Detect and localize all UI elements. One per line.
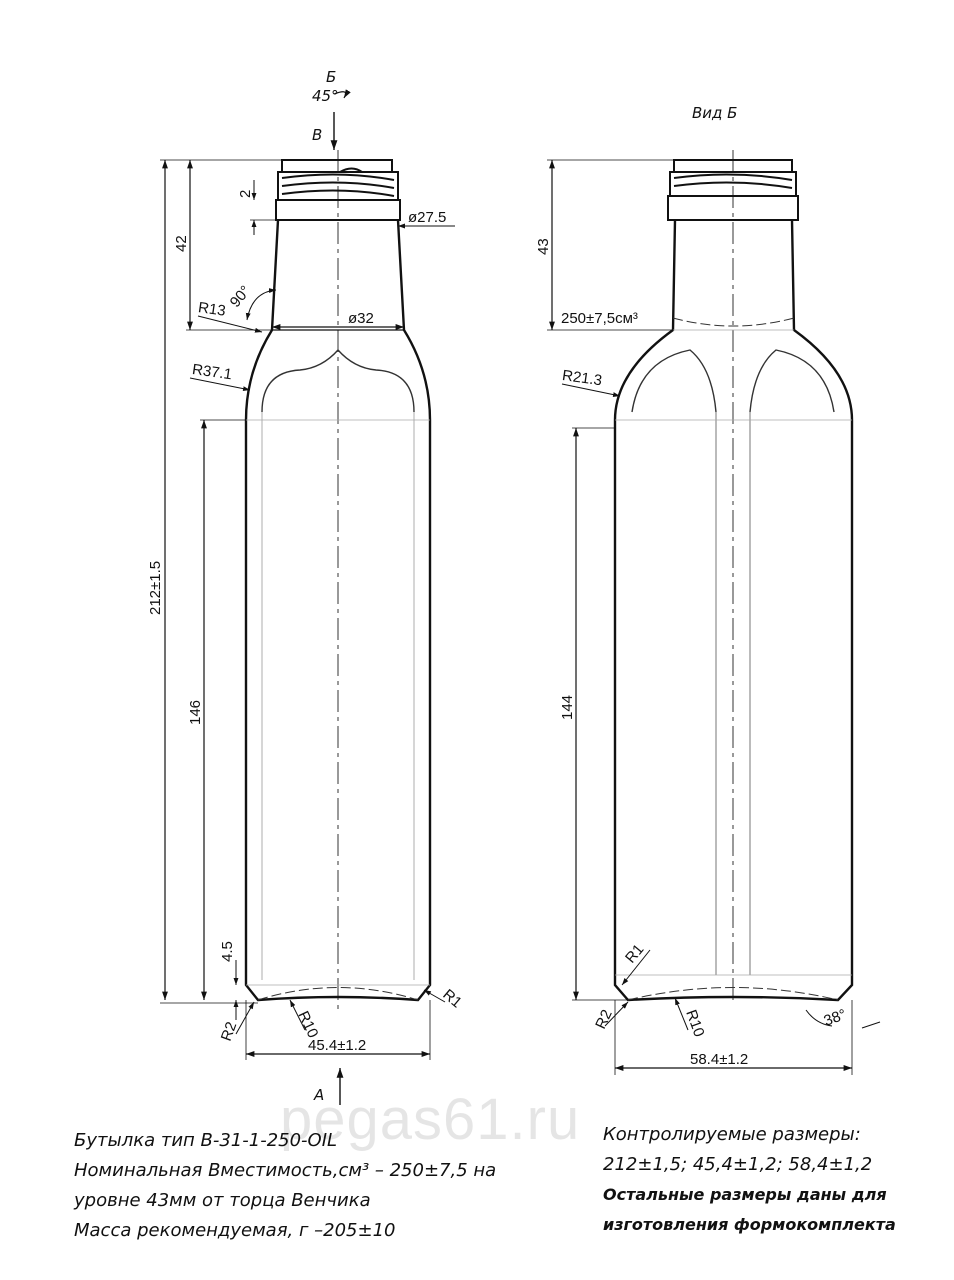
dim-angle-90: 90° — [227, 282, 255, 310]
right-bottle-finish — [667, 159, 799, 221]
left-bottle-outline — [244, 219, 432, 1002]
caption-line: 212±1,5; 45,4±1,2; 58,4±1,2 — [603, 1154, 873, 1175]
dim-right-r1: R1 — [622, 941, 647, 967]
label-rotation-angle: 45° — [312, 87, 339, 105]
label-section-v: В — [312, 126, 322, 144]
dim-right-r10: R10 — [682, 1008, 707, 1040]
dim-r37: R37.1 — [191, 361, 233, 383]
watermark: pegas61.ru — [280, 1087, 581, 1152]
caption-line: изготовления формокомплекта — [603, 1215, 896, 1234]
dim-base-height: 4.5 — [219, 941, 236, 962]
left-bottle-finish — [275, 159, 401, 221]
dim-r10: R10 — [294, 1009, 321, 1041]
dim-right-bottom-width: 58.4±1.2 — [690, 1051, 748, 1068]
caption-line: Остальные размеры даны для — [603, 1185, 887, 1204]
dim-body-height: 146 — [187, 700, 204, 725]
dim-r21: R21.3 — [561, 367, 603, 389]
caption-line: Номинальная Вместимость,см³ – 250±7,5 на — [74, 1160, 497, 1181]
caption-line: Масса рекомендуемая, г –205±10 — [74, 1220, 396, 1241]
dim-capacity: 250±7,5см³ — [561, 310, 638, 327]
dim-r1: R1 — [439, 986, 465, 1011]
right-view: Вид Б 43 250±7,5см³ R21.3 144 R1 R2 R10 … — [535, 104, 881, 1075]
dim-right-neck-height: 43 — [535, 238, 552, 255]
caption-right: Контролируемые размеры: 212±1,5; 45,4±1,… — [603, 1120, 896, 1240]
label-arrow-a: А — [313, 1086, 324, 1104]
left-view: Б 45° В ø27.5 ø32 90° R13 R37.1 212±1.5 … — [147, 68, 465, 1105]
dim-right-body-height: 144 — [559, 695, 576, 720]
caption-left: Бутылка тип В-31-1-250-OIL Номинальная В… — [74, 1126, 496, 1246]
dim-total-height: 212±1.5 — [147, 561, 164, 615]
label-section-b: Б — [326, 68, 336, 86]
dim-neck-height: 42 — [173, 235, 190, 252]
dim-shoulder-diameter: ø32 — [348, 310, 374, 327]
view-b-title: Вид Б — [692, 104, 737, 122]
dim-thread-step: 2 — [237, 190, 254, 198]
dim-right-r2: R2 — [592, 1007, 616, 1032]
caption-line: уровне 43мм от торца Венчика — [74, 1190, 371, 1211]
caption-line: Бутылка тип В-31-1-250-OIL — [74, 1130, 338, 1151]
dim-neck-diameter: ø27.5 — [408, 209, 446, 226]
caption-line: Контролируемые размеры: — [603, 1124, 861, 1145]
dim-bottom-width: 45.4±1.2 — [308, 1037, 366, 1054]
dim-r2: R2 — [218, 1020, 241, 1044]
dim-right-angle: 38° — [822, 1006, 849, 1030]
dim-r13: R13 — [197, 299, 227, 320]
right-bottle-outline — [613, 219, 854, 1002]
